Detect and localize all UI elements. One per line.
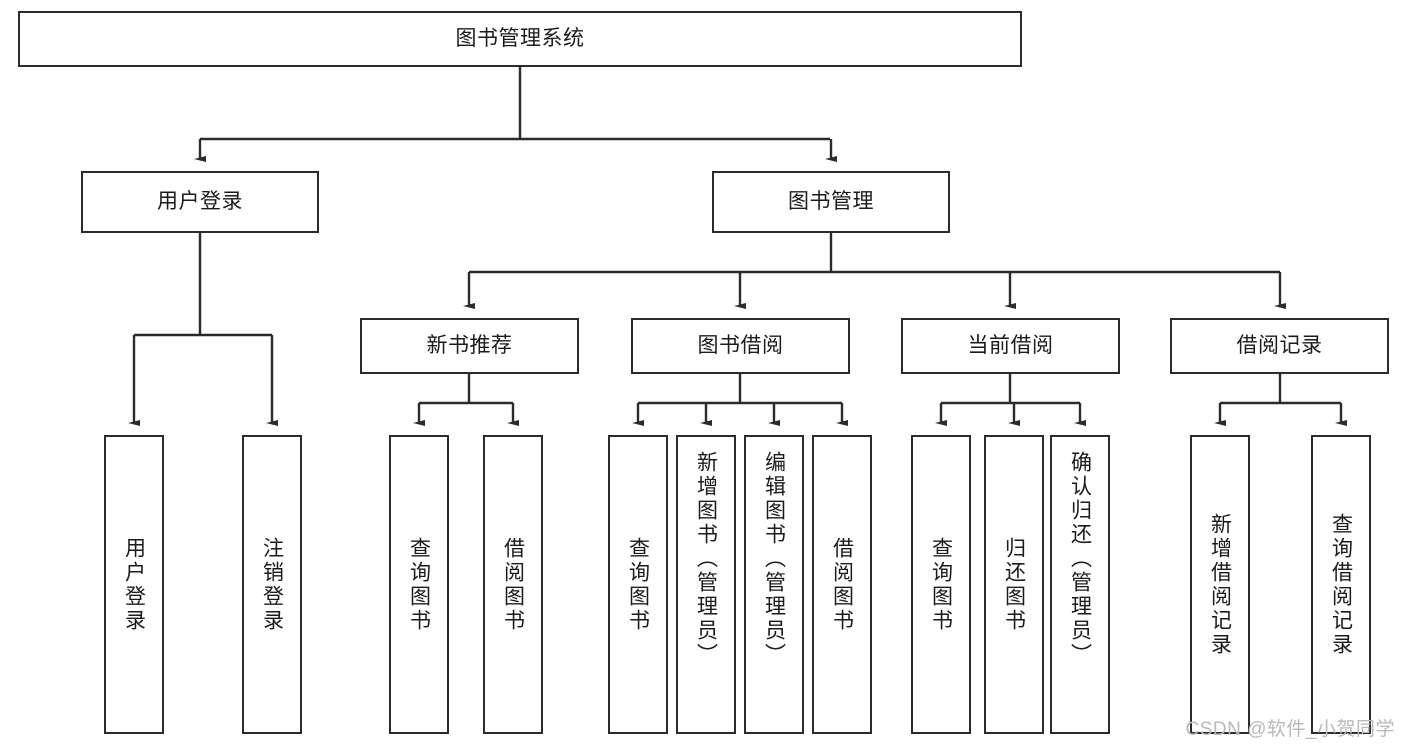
node-book-borrow-label: 图书借阅 [697,333,784,357]
leaf-query-book-borrow-label: 查询图书 [626,536,650,633]
node-user-login-label: 用户登录 [157,189,243,213]
leaf-query-book-newbooks-label: 查询图书 [407,536,431,633]
leaf-return-book[interactable]: 归还图书 [984,435,1044,734]
leaf-query-book-current[interactable]: 查询图书 [911,435,971,734]
leaf-query-borrow-record[interactable]: 查询借阅记录 [1311,435,1371,734]
watermark-text: CSDN @软件_小贺同学 [1185,719,1395,740]
leaf-logout[interactable]: 注销登录 [242,435,302,734]
leaf-user-login-label: 用户登录 [122,536,146,633]
leaf-borrow-book-label: 借阅图书 [830,536,854,633]
leaf-edit-book-admin-label: 编辑图书（管理员） [762,451,786,667]
leaf-query-book-current-label: 查询图书 [929,536,953,633]
node-new-book-recommend-label: 新书推荐 [426,333,513,357]
node-user-login[interactable]: 用户登录 [81,171,319,233]
node-root-label: 图书管理系统 [455,26,585,50]
leaf-add-book-admin[interactable]: 新增图书（管理员） [676,435,736,734]
node-book-borrow[interactable]: 图书借阅 [631,318,850,374]
leaf-confirm-return-admin-label: 确认归还（管理员） [1068,451,1092,667]
node-current-borrow[interactable]: 当前借阅 [901,318,1120,374]
leaf-user-login[interactable]: 用户登录 [104,435,164,734]
leaf-add-borrow-record[interactable]: 新增借阅记录 [1190,435,1250,734]
leaf-add-book-admin-label: 新增图书（管理员） [694,451,718,667]
node-book-management-label: 图书管理 [788,189,874,213]
node-current-borrow-label: 当前借阅 [967,333,1054,357]
leaf-borrow-book[interactable]: 借阅图书 [812,435,872,734]
leaf-borrow-book-newbooks-label: 借阅图书 [501,536,525,633]
node-book-management[interactable]: 图书管理 [712,171,950,233]
leaf-confirm-return-admin[interactable]: 确认归还（管理员） [1050,435,1110,734]
node-borrow-records-label: 借阅记录 [1236,333,1323,357]
leaf-query-book-borrow[interactable]: 查询图书 [608,435,668,734]
leaf-return-book-label: 归还图书 [1002,536,1026,633]
node-root[interactable]: 图书管理系统 [18,11,1022,67]
leaf-borrow-book-newbooks[interactable]: 借阅图书 [483,435,543,734]
node-new-book-recommend[interactable]: 新书推荐 [360,318,579,374]
leaf-logout-label: 注销登录 [260,536,284,633]
leaf-query-book-newbooks[interactable]: 查询图书 [389,435,449,734]
leaf-edit-book-admin[interactable]: 编辑图书（管理员） [744,435,804,734]
leaf-add-borrow-record-label: 新增借阅记录 [1208,512,1232,657]
leaf-query-borrow-record-label: 查询借阅记录 [1329,512,1353,657]
node-borrow-records[interactable]: 借阅记录 [1170,318,1389,374]
